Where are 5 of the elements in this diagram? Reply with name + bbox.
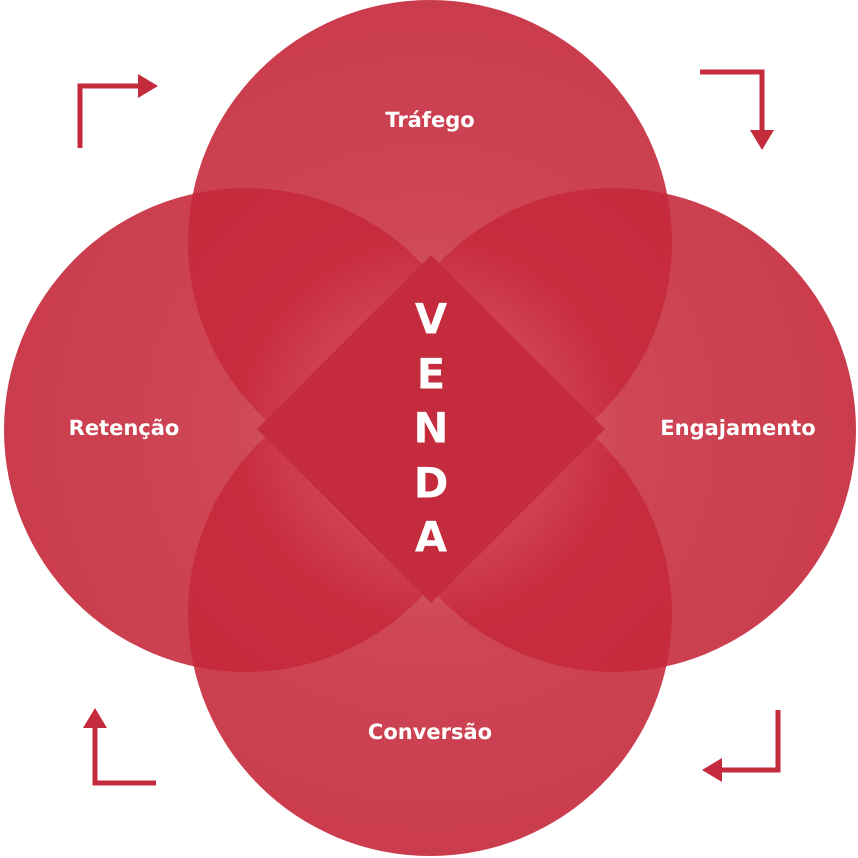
stage-label: Retenção (68, 416, 180, 440)
stage-label: Tráfego (385, 108, 475, 132)
stage-label: Engajamento (660, 416, 816, 440)
stage-label: Conversão (368, 720, 492, 744)
center-title: VENDA (412, 294, 450, 564)
